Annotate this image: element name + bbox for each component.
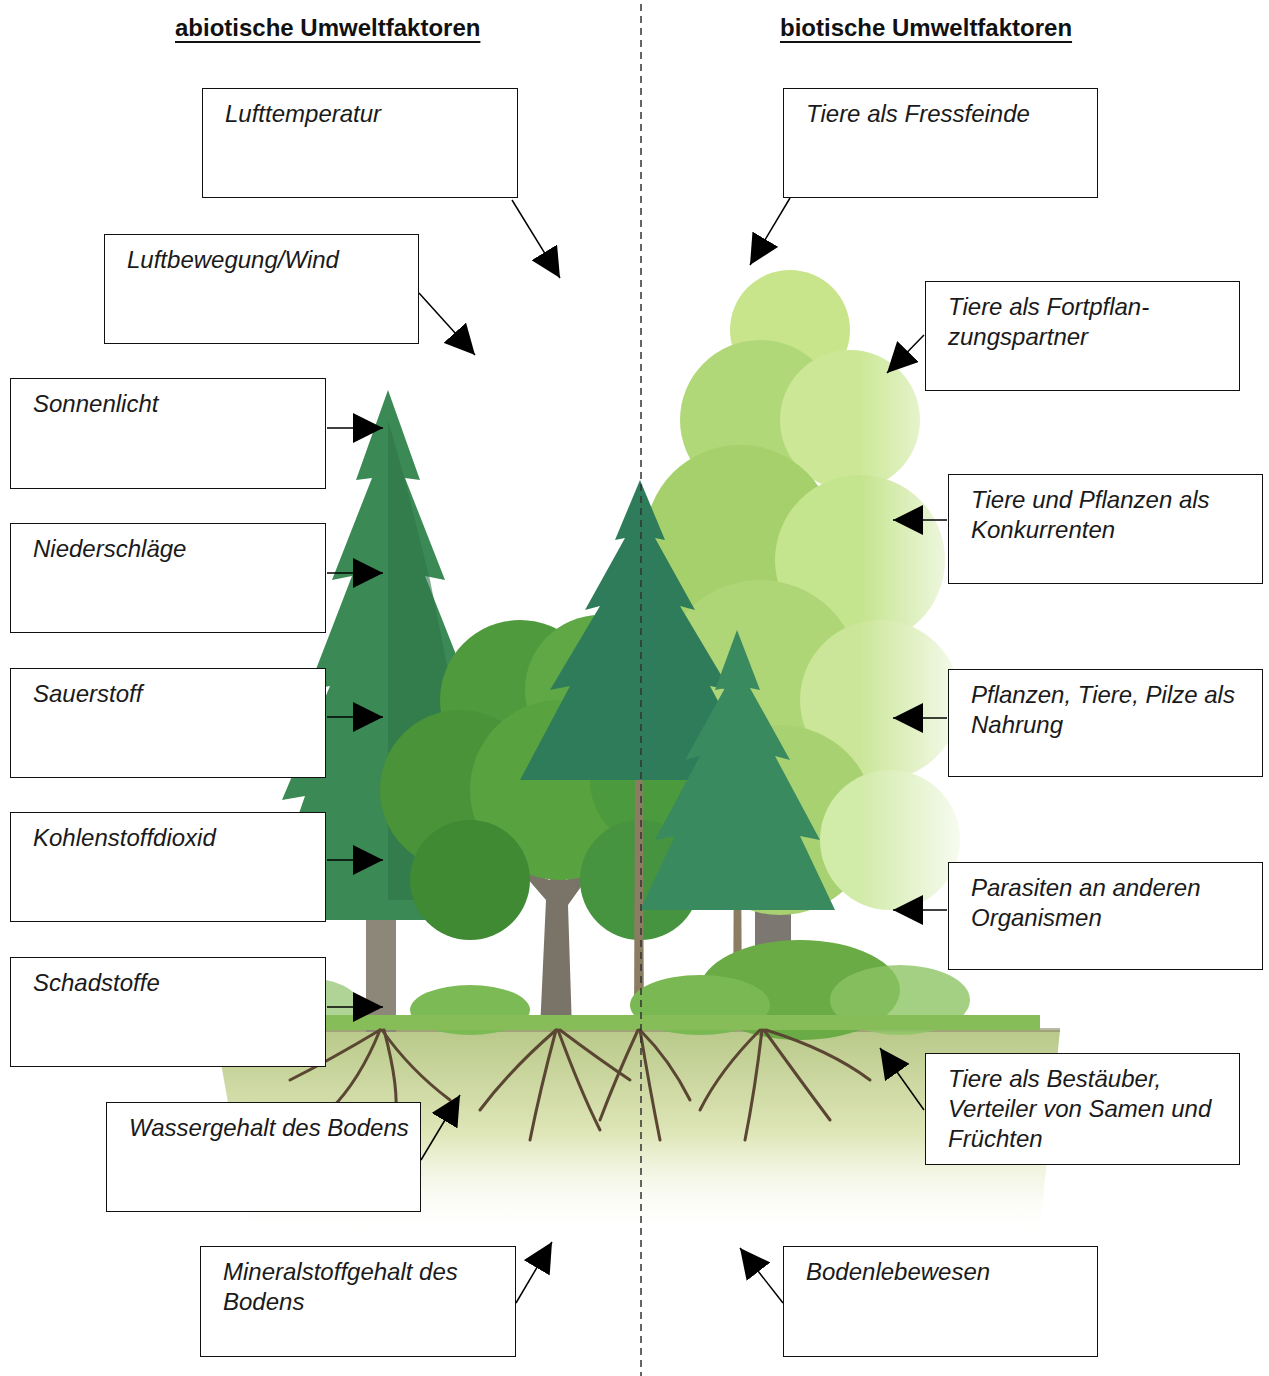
factor-box: Kohlenstoffdioxid xyxy=(10,812,326,922)
divider-line xyxy=(640,4,642,1376)
factor-text: Tiere als Fressfeinde xyxy=(806,99,1087,129)
factor-text: Tiere und Pflanzen als Konkurrenten xyxy=(971,485,1252,545)
factor-box: Pflanzen, Tiere, Pilze als Nahrung xyxy=(948,669,1263,777)
factor-box: Parasiten an anderen Organismen xyxy=(948,862,1263,970)
factor-text: Sauerstoff xyxy=(33,679,315,709)
factor-box: Sauerstoff xyxy=(10,668,326,778)
factor-text: Wassergehalt des Bodens xyxy=(129,1113,410,1143)
factor-box: Tiere als Fressfeinde xyxy=(783,88,1098,198)
factor-text: Bodenlebewesen xyxy=(806,1257,1087,1287)
factor-text: Pflanzen, Tiere, Pilze als Nahrung xyxy=(971,680,1252,740)
factor-text: Tiere als Bestäuber, Verteiler von Samen… xyxy=(948,1064,1229,1154)
factor-box: Niederschläge xyxy=(10,523,326,633)
factor-box: Bodenlebewesen xyxy=(783,1246,1098,1357)
factor-box: Lufttemperatur xyxy=(202,88,518,198)
factor-text: Luftbewegung/Wind xyxy=(127,245,408,275)
factor-text: Mineralstoffgehalt des Bodens xyxy=(223,1257,505,1317)
factor-text: Sonnenlicht xyxy=(33,389,315,419)
factor-box: Luftbewegung/Wind xyxy=(104,234,419,344)
factor-box: Wassergehalt des Bodens xyxy=(106,1102,421,1212)
column-heading: abiotische Umweltfaktoren xyxy=(175,14,480,42)
factor-text: Schadstoffe xyxy=(33,968,315,998)
factor-text: Parasiten an anderen Organismen xyxy=(971,873,1252,933)
factor-text: Niederschläge xyxy=(33,534,315,564)
column-heading: biotische Umweltfaktoren xyxy=(780,14,1072,42)
factor-box: Tiere und Pflanzen als Konkurrenten xyxy=(948,474,1263,584)
factor-text: Lufttemperatur xyxy=(225,99,507,129)
factor-text: Tiere als Fortpflan- zungspartner xyxy=(948,292,1229,352)
factor-box: Schadstoffe xyxy=(10,957,326,1067)
undergrowth xyxy=(220,940,1040,1040)
factor-box: Mineralstoffgehalt des Bodens xyxy=(200,1246,516,1357)
factor-box: Tiere als Bestäuber, Verteiler von Samen… xyxy=(925,1053,1240,1165)
factor-text: Kohlenstoffdioxid xyxy=(33,823,315,853)
factor-box: Sonnenlicht xyxy=(10,378,326,489)
factor-box: Tiere als Fortpflan- zungspartner xyxy=(925,281,1240,391)
